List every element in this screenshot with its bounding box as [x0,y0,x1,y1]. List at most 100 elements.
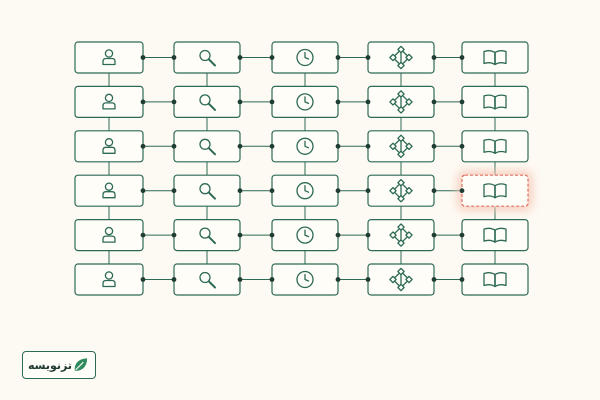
user-icon [102,271,116,288]
node-clock[interactable] [271,41,339,74]
connector-dot [140,232,146,238]
connector-dot [365,277,371,282]
clock-icon [296,48,314,67]
node-search[interactable] [173,85,241,119]
connector-dot [365,99,371,105]
connector-dot [365,55,371,60]
node-user[interactable] [74,174,144,207]
connector-dot [431,277,437,282]
connector-dot [365,188,371,194]
node-box [173,174,241,207]
network-icon [389,90,413,114]
brand-name: تزنویسه [28,358,72,372]
node-box [173,219,241,252]
connector-dot [431,232,437,238]
book-icon [483,138,507,154]
node-network[interactable] [367,263,435,296]
node-search[interactable] [173,174,241,207]
user-icon [102,182,116,199]
book-icon [483,272,507,288]
user-icon [102,93,116,110]
brand-badge: تزنویسه [22,351,96,379]
node-clock[interactable] [271,85,339,119]
connector-dot [237,99,243,105]
connector-dot [459,99,465,105]
connector-dot [140,99,146,105]
book-icon [483,227,507,243]
connector-dot [335,232,341,238]
node-network[interactable] [367,174,435,207]
connector-dot [269,99,275,105]
node-book[interactable] [461,85,529,119]
node-clock[interactable] [271,219,339,252]
connector-dot [171,277,177,282]
node-clock[interactable] [271,174,339,207]
node-clock[interactable] [271,130,339,163]
node-book[interactable] [461,130,529,163]
search-icon [199,183,216,200]
node-book[interactable] [461,219,529,252]
connector-dot [335,55,341,60]
node-network[interactable] [367,130,435,163]
connector-dot [431,188,437,194]
node-search[interactable] [173,263,241,296]
connector-dot [365,143,371,149]
node-user[interactable] [74,41,144,74]
search-icon [199,271,216,289]
connector-dot [335,277,341,282]
connector-dot [237,232,243,238]
search-icon [199,94,216,111]
leaf-icon [74,358,88,371]
user-icon [102,226,116,243]
connector-dot [431,55,437,60]
node-book[interactable] [461,263,529,296]
connector-dot [269,55,275,60]
clock-icon [296,270,314,289]
node-book[interactable] [461,41,529,74]
connector-dot [171,55,177,60]
user-icon [102,138,116,154]
connector-dot [335,99,341,105]
node-network[interactable] [367,219,435,252]
node-network[interactable] [367,41,435,74]
node-search[interactable] [173,41,241,74]
connector-dot [171,232,177,238]
node-search[interactable] [173,219,241,252]
node-user[interactable] [74,85,144,119]
book-icon [483,50,507,66]
node-box [173,41,241,74]
book-icon [483,94,507,110]
connector-dot [171,188,177,194]
node-box [173,263,241,296]
connector-dot [171,143,177,149]
clock-icon [296,182,314,200]
connector-dot [269,232,275,238]
node-box [173,85,241,119]
search-icon [199,138,216,156]
node-network[interactable] [367,85,435,119]
clock-icon [296,137,314,155]
node-user[interactable] [74,130,144,163]
node-book-highlighted[interactable] [458,171,532,211]
connector-dot [365,232,371,238]
connector-dot [269,188,275,194]
connector-dot [237,143,243,149]
network-icon [389,267,413,292]
node-search[interactable] [173,130,241,163]
network-icon [389,45,413,70]
connector-dot [171,99,177,105]
connector-dot [459,55,465,60]
node-clock[interactable] [271,263,339,296]
connector-dot [237,277,243,282]
connector-dot [237,55,243,60]
network-icon [389,178,413,203]
book-icon [483,183,507,199]
connector-dot [335,188,341,194]
user-icon [102,49,116,66]
network-icon [389,134,413,159]
search-icon [199,49,216,67]
node-user[interactable] [74,219,144,252]
connector-dot [269,277,275,282]
node-user[interactable] [74,263,144,296]
